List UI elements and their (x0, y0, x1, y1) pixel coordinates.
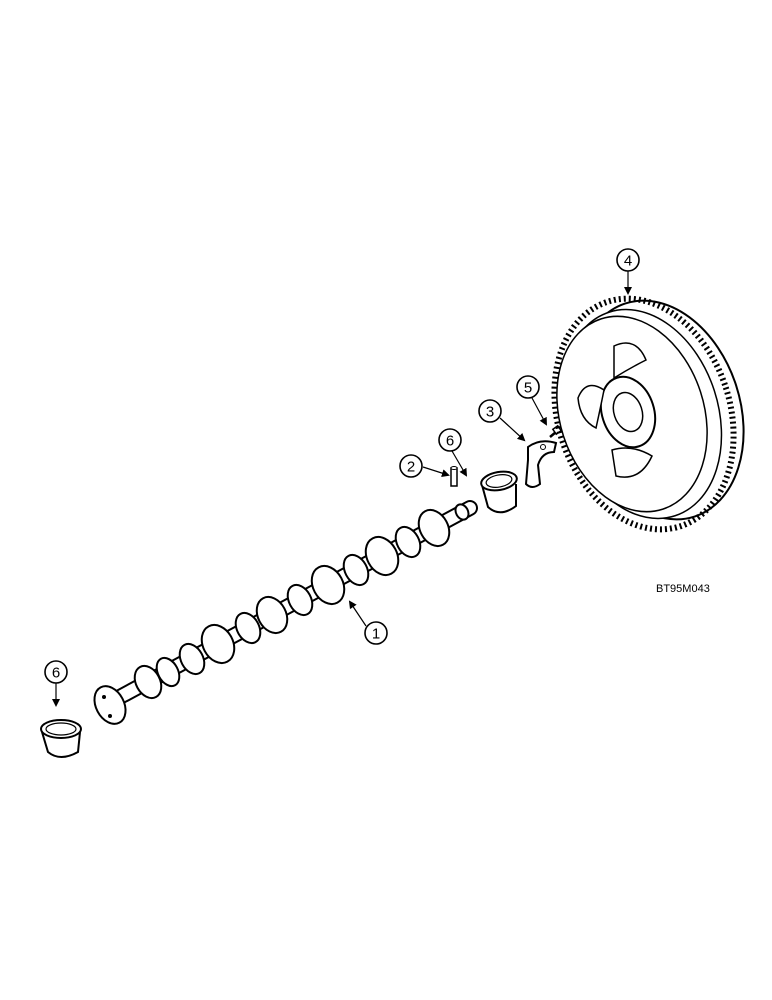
callout-6-left-label: 6 (52, 665, 60, 682)
callout-6-right-label: 6 (446, 433, 454, 450)
reference-code: BT95M043 (656, 583, 710, 595)
camshaft-part (93, 500, 478, 725)
dowel-pin-part (450, 466, 458, 487)
callout-4-label: 4 (624, 253, 632, 270)
callout-3-label: 3 (486, 404, 494, 421)
callout-5-label: 5 (524, 380, 532, 397)
thrust-plate-part (524, 440, 558, 488)
camshaft-gear-part (551, 295, 745, 533)
bushing-right-part (480, 470, 518, 514)
bushing-left-part (40, 719, 82, 758)
callout-2: 2 (399, 454, 450, 478)
callout-2-label: 2 (407, 459, 415, 476)
callout-5: 5 (516, 375, 547, 426)
callout-6-right: 6 (438, 428, 468, 477)
callout-1: 1 (348, 600, 388, 645)
callout-6-left: 6 (44, 660, 68, 707)
callout-4: 4 (616, 248, 640, 295)
callout-1-label: 1 (372, 626, 380, 643)
callout-3: 3 (478, 399, 526, 442)
